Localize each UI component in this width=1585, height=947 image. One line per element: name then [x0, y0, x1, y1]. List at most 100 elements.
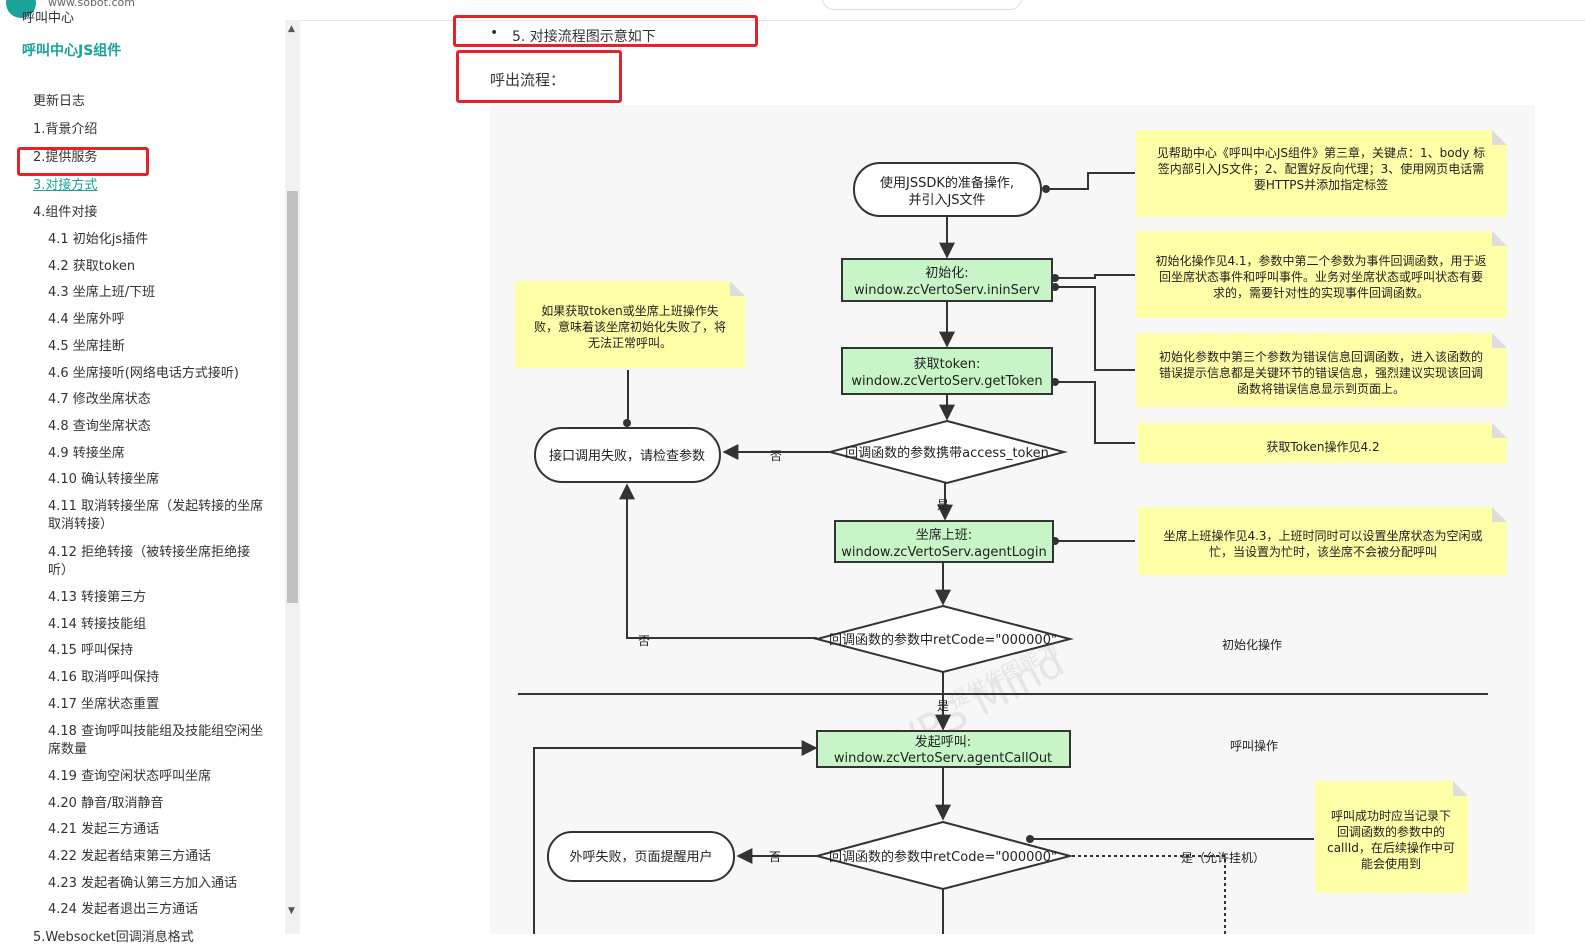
note-6-line1: 如果获取token或坐席上班操作失: [541, 303, 719, 318]
note-7: [1315, 781, 1468, 893]
sidebar-item-6[interactable]: 4.2 获取token: [48, 259, 136, 274]
search-input[interactable]: [822, 0, 1022, 10]
note-5-line1: 坐席上班操作见4.3，上班时同时可以设置坐席状态为空闲或: [1163, 528, 1482, 543]
note-7-line4: 能会使用到: [1361, 856, 1421, 871]
node-token: [841, 347, 1053, 395]
sidebar-item-3[interactable]: 3.对接方式: [33, 178, 98, 193]
label-section-call: 呼叫操作: [1230, 738, 1278, 753]
label-yes-hangup: 是（允许挂机）: [1181, 850, 1265, 865]
sidebar-item-10[interactable]: 4.6 坐席接听(网络电话方式接听): [48, 366, 239, 381]
sidebar-scrollbar[interactable]: ▲ ▼: [285, 20, 300, 934]
note-6-fold-icon: [730, 281, 745, 296]
edge-yes-hangup: [1072, 855, 1226, 934]
sidebar-item-23[interactable]: 4.17 坐席状态重置: [48, 697, 160, 712]
node-check-callout: [813, 820, 1074, 891]
sidebar-item-31[interactable]: 4.24 发起者退出三方通话: [48, 902, 199, 917]
scroll-up-icon[interactable]: ▲: [288, 24, 295, 34]
link-dot-6: [623, 419, 631, 427]
sidebar-item-21[interactable]: 4.15 呼叫保持: [48, 643, 134, 658]
node-start: [853, 162, 1042, 217]
flowchart-svg: WPS Mind 提供作图能力 使用JSSDK的准备操作, 并引入JS文件 初始…: [515, 130, 1507, 934]
sidebar-item-27[interactable]: 4.20 静音/取消静音: [48, 796, 164, 811]
node-login-line2: window.zcVertoServ.agentLogin: [841, 545, 1047, 560]
edge-no-login: [619, 483, 817, 639]
highlight-box-subtitle: [456, 50, 622, 103]
link-note-1: [1046, 172, 1135, 190]
sidebar-item-15[interactable]: 4.11 取消转接坐席（发起转接的坐席: [48, 499, 264, 514]
sidebar-item-0[interactable]: 更新日志: [33, 94, 86, 109]
sidebar-item-24[interactable]: 4.18 查询呼叫技能组及技能组空闲坐: [48, 724, 264, 739]
link-note-2: [1055, 274, 1135, 279]
node-check-callout-text: 回调函数的参数中retCode="000000": [829, 849, 1057, 865]
sidebar-item-11[interactable]: 4.7 修改坐席状态: [48, 392, 151, 407]
node-login-line1: 坐席上班:: [916, 527, 972, 543]
sidebar-nav: 呼叫中心 呼叫中心JS组件 更新日志 1.背景介绍 2.提供服务 3.对接方式 4.组件…: [0, 11, 285, 945]
note-6-line3: 无法正常呼叫。: [588, 336, 672, 350]
node-start-line2: 并引入JS文件: [908, 193, 985, 208]
node-check-token: [826, 419, 1068, 485]
label-no-3: 否: [769, 850, 781, 864]
sidebar-item-20[interactable]: 4.14 转接技能组: [48, 617, 147, 632]
note-7-line3: callId，在后续操作中可: [1327, 840, 1455, 855]
node-fail-check-text: 接口调用失败，请检查参数: [549, 448, 705, 464]
note-1-fold-icon: [1492, 130, 1507, 145]
sobot-logo-icon[interactable]: [6, 0, 36, 18]
link-dot-7: [1026, 835, 1034, 843]
sidebar-item-12[interactable]: 4.8 查询坐席状态: [48, 419, 151, 434]
sidebar-item-18[interactable]: 听）: [48, 563, 75, 578]
label-no-1: 否: [770, 449, 782, 463]
callout-flow-title: 呼出流程：: [490, 71, 566, 89]
node-check-token-text: 回调函数的参数携带access_token: [845, 445, 1049, 461]
sidebar-item-26[interactable]: 4.19 查询空闲状态呼叫坐席: [48, 769, 212, 784]
sidebar-item-7[interactable]: 4.3 坐席上班/下班: [48, 285, 156, 300]
link-dot-1: [1042, 185, 1050, 193]
node-init: [841, 258, 1053, 302]
note-1: [1136, 130, 1507, 217]
node-init-line1: 初始化:: [925, 266, 968, 281]
note-2-line3: 求的，需要针对性的实现事件回调函数。: [1213, 285, 1429, 300]
sidebar-item-22[interactable]: 4.16 取消呼叫保持: [48, 670, 160, 685]
note-5: [1138, 507, 1507, 575]
flowchart-canvas: WPS Mind 提供作图能力 使用JSSDK的准备操作, 并引入JS文件 初始…: [490, 105, 1535, 934]
note-3-line2: 错误提示信息都是关键环节的错误信息，强烈建议实现该回调: [1159, 365, 1483, 380]
note-1-line1: 见帮助中心《呼叫中心JS组件》第三章，关键点：1、body 标: [1157, 145, 1485, 160]
sidebar-item-29[interactable]: 4.22 发起者结束第三方通话: [48, 849, 212, 864]
note-2-line1: 初始化操作见4.1，参数中第二个参数为事件回调函数，用于返: [1155, 253, 1486, 268]
sidebar-item-5[interactable]: 4.1 初始化js插件: [48, 232, 149, 247]
sidebar-item-25[interactable]: 席数量: [48, 742, 88, 757]
sidebar-item-28[interactable]: 4.21 发起三方通话: [48, 822, 160, 837]
sidebar-item-17[interactable]: 4.12 拒绝转接（被转接坐席拒绝接: [48, 545, 251, 560]
sidebar-section-js[interactable]: 呼叫中心JS组件: [22, 43, 122, 59]
sidebar-item-32[interactable]: 5.Websocket回调消息格式: [33, 930, 194, 945]
sidebar-item-30[interactable]: 4.23 发起者确认第三方加入通话: [48, 876, 238, 891]
sidebar-item-2[interactable]: 2.提供服务: [33, 150, 98, 165]
note-2-line2: 回坐席状态事件和呼叫事件。业务对坐席状态或呼叫状态有要: [1159, 269, 1483, 284]
sidebar-item-13[interactable]: 4.9 转接坐席: [48, 446, 125, 461]
top-bar: www.sobot.com: [0, 0, 1585, 21]
sidebar-item-8[interactable]: 4.4 坐席外呼: [48, 312, 125, 327]
label-no-2: 否: [638, 634, 650, 648]
node-check-login: [813, 604, 1074, 674]
sidebar-item-9[interactable]: 4.5 坐席挂断: [48, 339, 125, 354]
note-6-line2: 败，意味着该坐席初始化失败了，将: [534, 319, 726, 334]
sidebar-item-partial[interactable]: 呼叫中心: [22, 11, 75, 26]
node-login: [834, 520, 1054, 563]
sidebar-item-14[interactable]: 4.10 确认转接坐席: [48, 472, 160, 487]
label-yes-1: 是: [937, 498, 949, 512]
link-note-4: [1055, 381, 1135, 444]
note-2: [1136, 231, 1507, 318]
sidebar-item-19[interactable]: 4.13 转接第三方: [48, 590, 147, 605]
note-5-fold-icon: [1492, 507, 1507, 522]
note-5-line2: 忙，当设置为忙时，该坐席不会被分配呼叫: [1209, 544, 1437, 559]
flow-bullet-text: 5. 对接流程图示意如下: [512, 29, 656, 45]
note-7-line1: 呼叫成功时应当记录下: [1331, 808, 1451, 823]
sidebar-item-4[interactable]: 4.组件对接: [33, 205, 98, 220]
highlight-box-nav: [17, 147, 149, 176]
node-callout-line2: window.zcVertoServ.agentCallOut: [834, 751, 1052, 766]
link-note-6: [626, 370, 629, 424]
edge-loop-callout: [533, 740, 818, 934]
scroll-down-icon[interactable]: ▼: [288, 906, 295, 916]
sidebar-item-1[interactable]: 1.背景介绍: [33, 122, 98, 137]
scroll-thumb[interactable]: [287, 191, 298, 603]
sidebar-item-16[interactable]: 取消转接）: [48, 517, 114, 532]
